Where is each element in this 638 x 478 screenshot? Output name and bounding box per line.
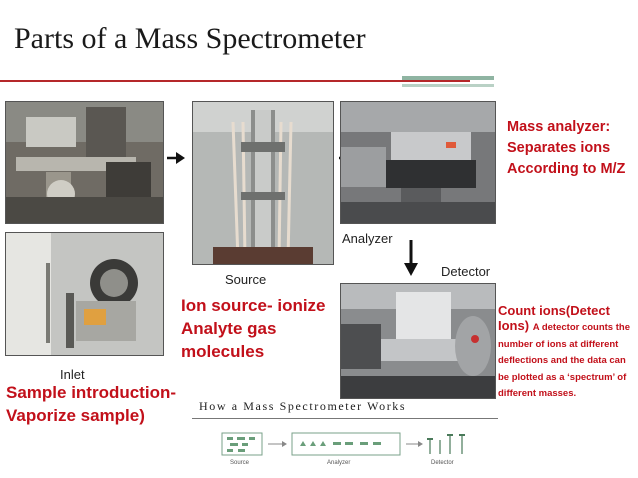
- count-ions-heading: Count ions(Detect Ions): [498, 303, 610, 333]
- flow-diagram-graphic: [221, 432, 465, 456]
- flow-label-analyzer: Analyzer: [327, 460, 351, 466]
- detector-caption: Detector: [441, 264, 491, 279]
- arrow-down-icon: [404, 240, 418, 276]
- inlet-apparatus-photo: [5, 101, 164, 224]
- ion-source-annotation: Ion source- ionize Analyte gas molecules: [181, 296, 326, 361]
- arrow-right-icon: [167, 152, 185, 164]
- detector-photo: [340, 283, 496, 399]
- analyzer-photo: [340, 101, 496, 224]
- title-accent-bar-2: [402, 84, 494, 87]
- title-accent-bar: [402, 76, 494, 80]
- flow-label-detector: Detector: [431, 460, 454, 466]
- inlet-photo: [5, 232, 164, 356]
- title-rule: [0, 80, 470, 82]
- flow-label-source: Source: [230, 460, 250, 466]
- source-caption: Source: [225, 272, 267, 287]
- sample-introduction-annotation: Sample introduction- Vaporize sample): [6, 383, 176, 425]
- source-photo: [192, 101, 334, 265]
- flow-diagram-divider: [192, 418, 498, 419]
- inlet-caption: Inlet: [60, 367, 85, 382]
- count-ions-annotation: Count ions(Detect Ions) A detector count…: [498, 303, 638, 401]
- mass-analyzer-annotation: Mass analyzer: Separates ions According …: [507, 119, 626, 177]
- flow-diagram-title: How a Mass Spectrometer Works: [199, 399, 407, 413]
- analyzer-caption: Analyzer: [342, 231, 393, 246]
- slide-title: Parts of a Mass Spectrometer: [14, 22, 366, 55]
- count-ions-detail: A detector counts the number of ions at …: [498, 322, 630, 399]
